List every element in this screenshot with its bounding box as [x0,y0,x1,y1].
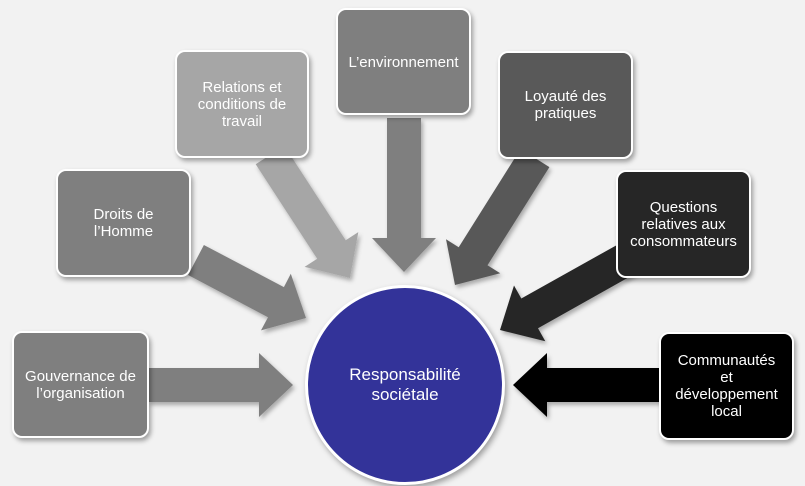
box-droits-homme-label: Droits de l’Homme [93,206,154,240]
box-relations-travail-label: Relations et conditions de travail [197,78,287,130]
box-relations-travail: Relations et conditions de travail [175,50,309,158]
box-environnement: L’environnement [336,8,471,115]
center-circle: Responsabilité sociétale [305,285,505,485]
box-questions-consommateurs: Questions relatives aux consommateurs [616,170,751,278]
arrow-loyaute-pratiques [446,148,550,285]
box-gouvernance-label: Gouvernance de l’organisation [25,367,136,402]
box-loyaute-pratiques: Loyauté des pratiques [498,51,633,159]
box-communautes-label: Communautés et développement local [675,352,778,420]
arrow-environnement [372,118,436,272]
arrow-droits-homme [188,245,306,331]
box-communautes: Communautés et développement local [659,332,794,440]
box-gouvernance: Gouvernance de l’organisation [12,331,149,438]
arrow-communautes [513,353,660,417]
box-questions-consommateurs-label: Questions relatives aux consommateurs [630,198,737,250]
box-loyaute-pratiques-label: Loyauté des pratiques [524,88,607,122]
arrow-gouvernance [148,353,293,417]
center-label: Responsabilité sociétale [349,365,461,404]
box-droits-homme: Droits de l’Homme [56,169,191,277]
arrow-relations-travail [255,145,359,278]
box-environnement-label: L’environnement [348,54,459,71]
arrow-questions-consommateurs [500,241,641,342]
